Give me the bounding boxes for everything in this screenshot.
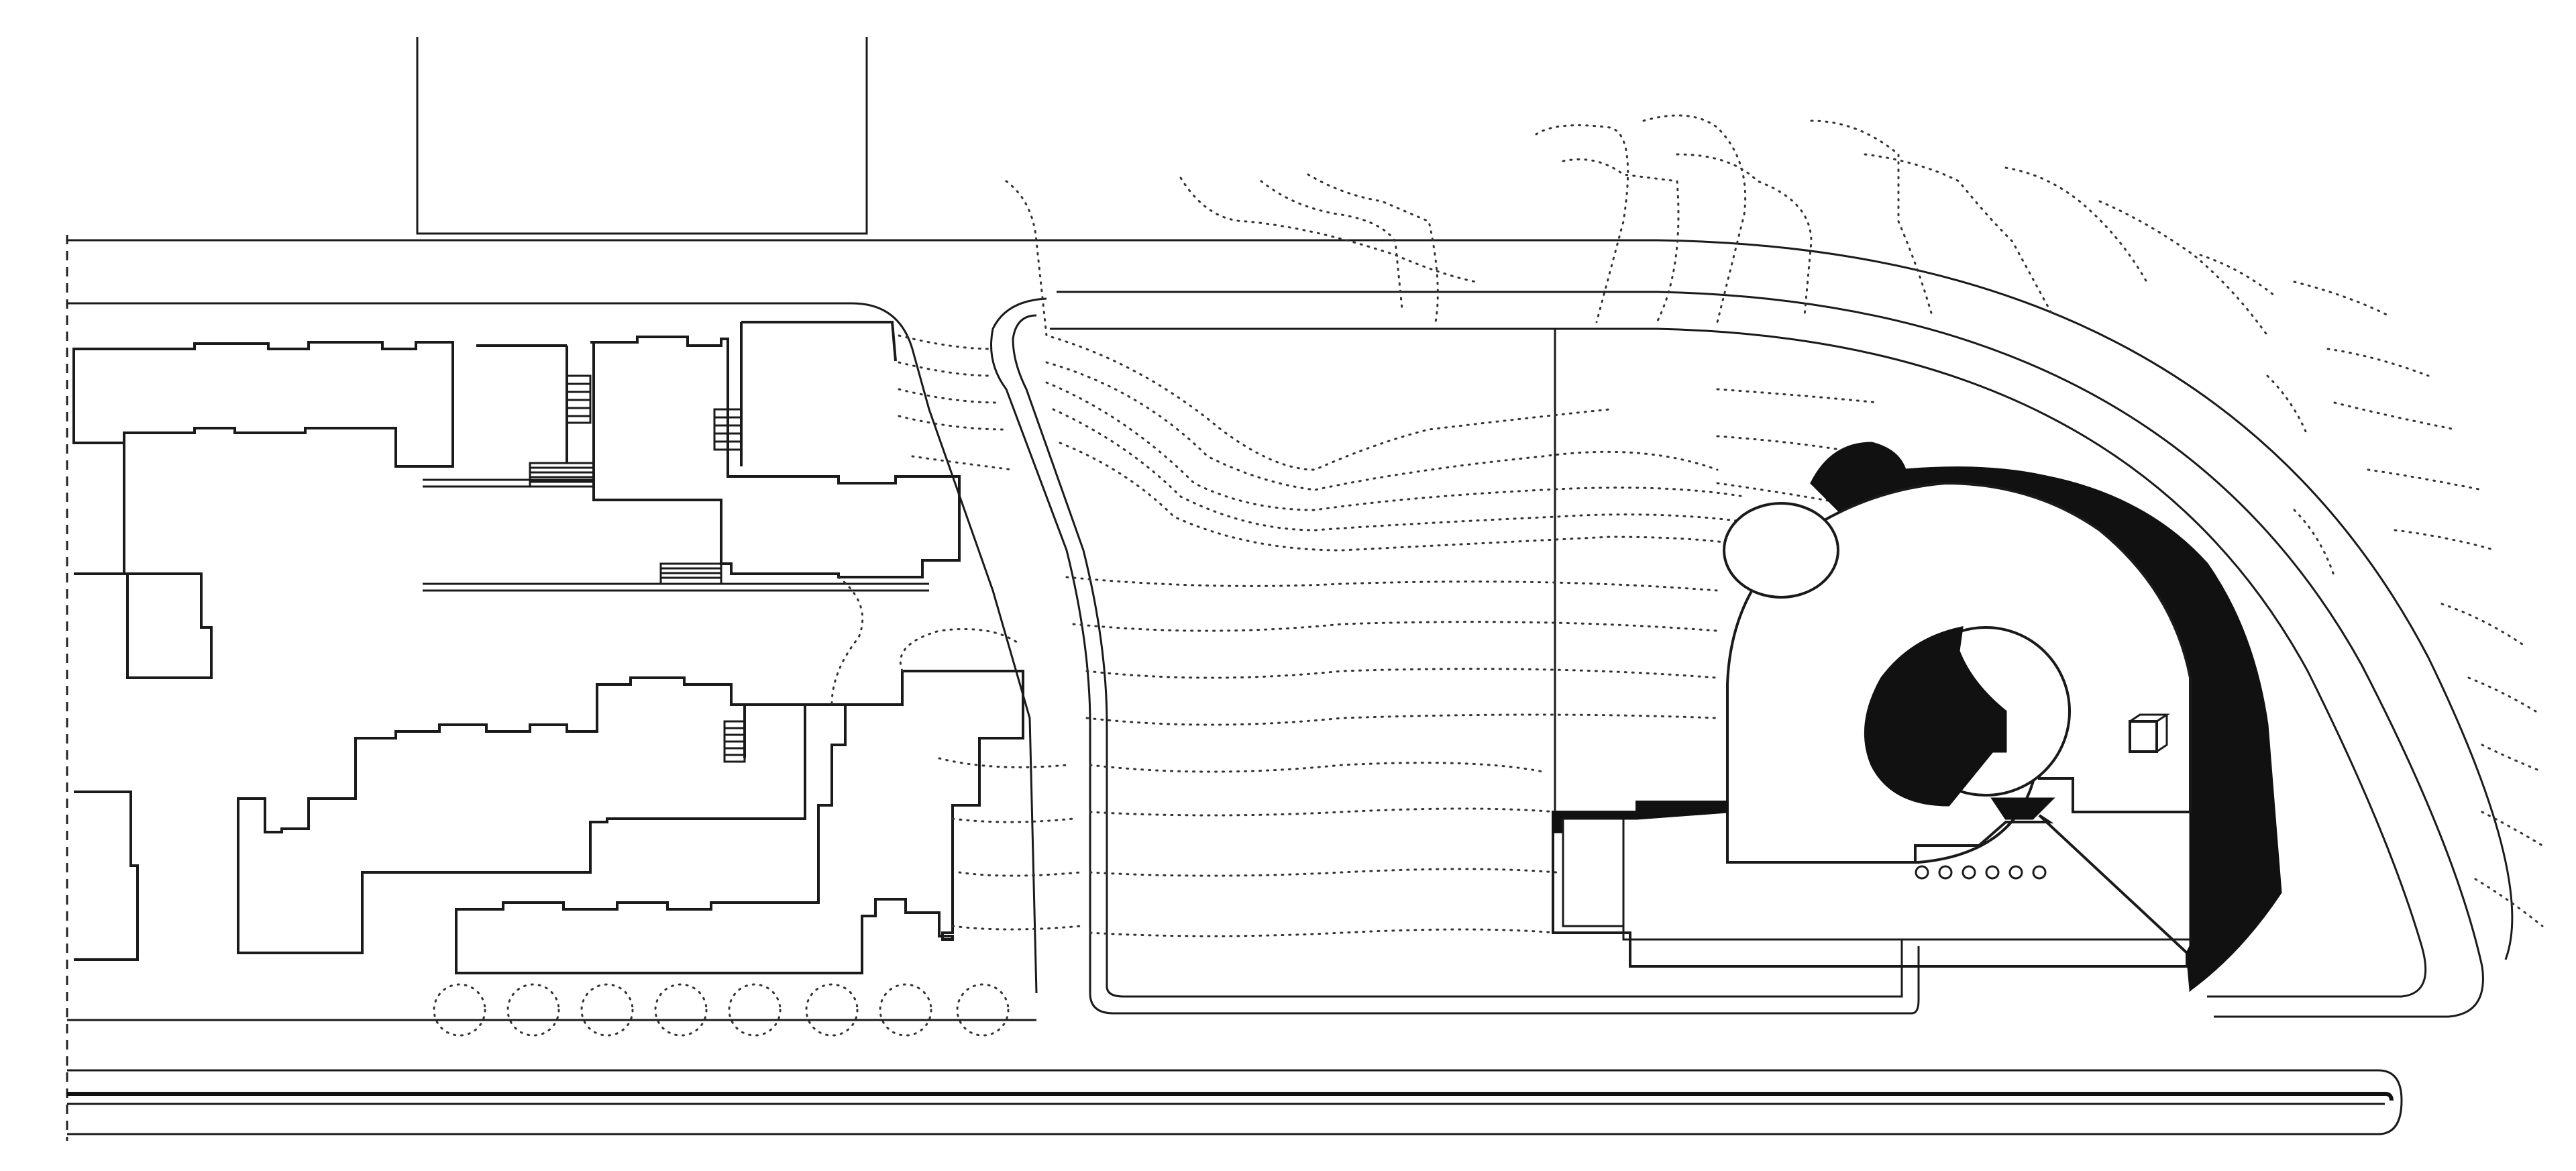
stairs (529, 374, 746, 763)
new-building (1552, 442, 2282, 992)
existing-buildings (72, 321, 1024, 974)
tree (805, 983, 859, 1037)
lower-road (67, 1019, 2403, 1135)
kiosk-block (2129, 720, 2158, 753)
tree (654, 983, 708, 1037)
entry-drum (1723, 502, 1839, 599)
lower-wing-solid (1552, 801, 1729, 833)
triangle-wall-solid (2186, 891, 2282, 992)
tree (879, 983, 932, 1037)
tree-row (433, 983, 1010, 1037)
tree (728, 983, 782, 1037)
tree (433, 983, 486, 1037)
tree (580, 983, 634, 1037)
upper-road (67, 239, 1038, 994)
inner-court-solid (1864, 626, 2007, 807)
tree (956, 983, 1010, 1037)
top-plot-outline (416, 37, 868, 235)
contour-lines (830, 114, 2544, 937)
column-row (1915, 865, 2047, 880)
tree (506, 983, 560, 1037)
